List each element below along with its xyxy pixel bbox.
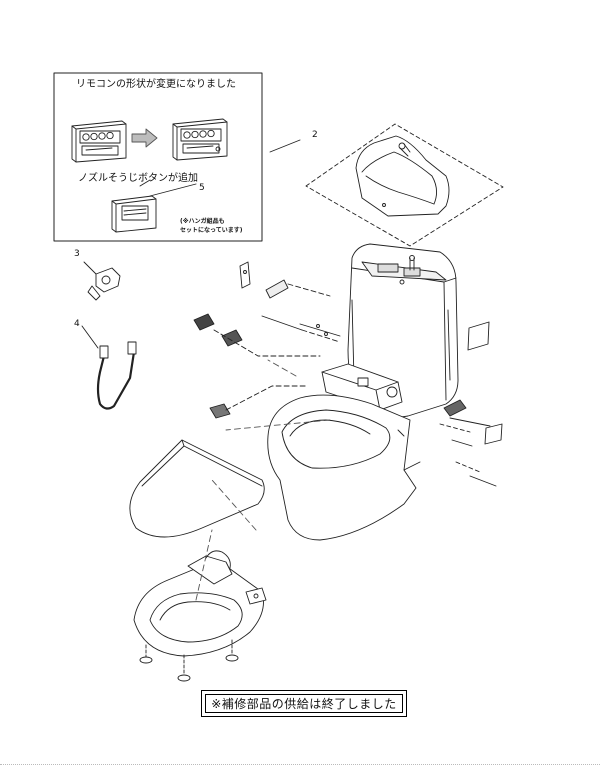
arrow-right-icon bbox=[131, 128, 158, 148]
right-bolts bbox=[439, 399, 497, 487]
dashed-kit-outline bbox=[305, 123, 504, 247]
discontinued-notice: ※補修部品の供給は終了しました bbox=[205, 694, 403, 713]
nozzle-button-note: ノズルそうじボタンが追加 bbox=[78, 173, 198, 184]
remote-old bbox=[71, 120, 127, 163]
hinge-piece bbox=[209, 385, 309, 419]
seat-ring bbox=[133, 550, 267, 682]
function-unit bbox=[321, 363, 403, 411]
toilet-lid bbox=[129, 439, 265, 538]
toilet-bowl bbox=[267, 394, 421, 541]
inset-box bbox=[53, 72, 263, 242]
remote-new bbox=[172, 118, 228, 161]
part-number-5: 5 bbox=[199, 183, 205, 193]
stop-valve bbox=[83, 261, 121, 301]
flush-valve-screw bbox=[265, 279, 331, 299]
part-number-4: 4 bbox=[74, 319, 80, 329]
footer-divider bbox=[0, 764, 600, 765]
part-number-2: 2 bbox=[312, 130, 318, 140]
side-cap-right bbox=[467, 321, 503, 445]
long-bolts bbox=[261, 315, 341, 343]
part-number-3: 3 bbox=[74, 249, 80, 259]
hanger-note-line1: (※ハンガ組品も bbox=[180, 218, 225, 225]
discontinued-notice-frame: ※補修部品の供給は終了しました bbox=[201, 690, 407, 717]
tank-lid bbox=[355, 135, 450, 217]
bracket-top-left bbox=[239, 261, 251, 289]
hanger-note-line2: セットになっています) bbox=[180, 227, 243, 234]
remote-hanger bbox=[111, 179, 157, 233]
callout-leaders bbox=[149, 139, 301, 197]
block-parts bbox=[193, 313, 321, 357]
supply-hose bbox=[81, 325, 137, 410]
remote-changed-note: リモコンの形状が変更になりました bbox=[76, 79, 236, 90]
assembly-leaders bbox=[195, 359, 331, 601]
